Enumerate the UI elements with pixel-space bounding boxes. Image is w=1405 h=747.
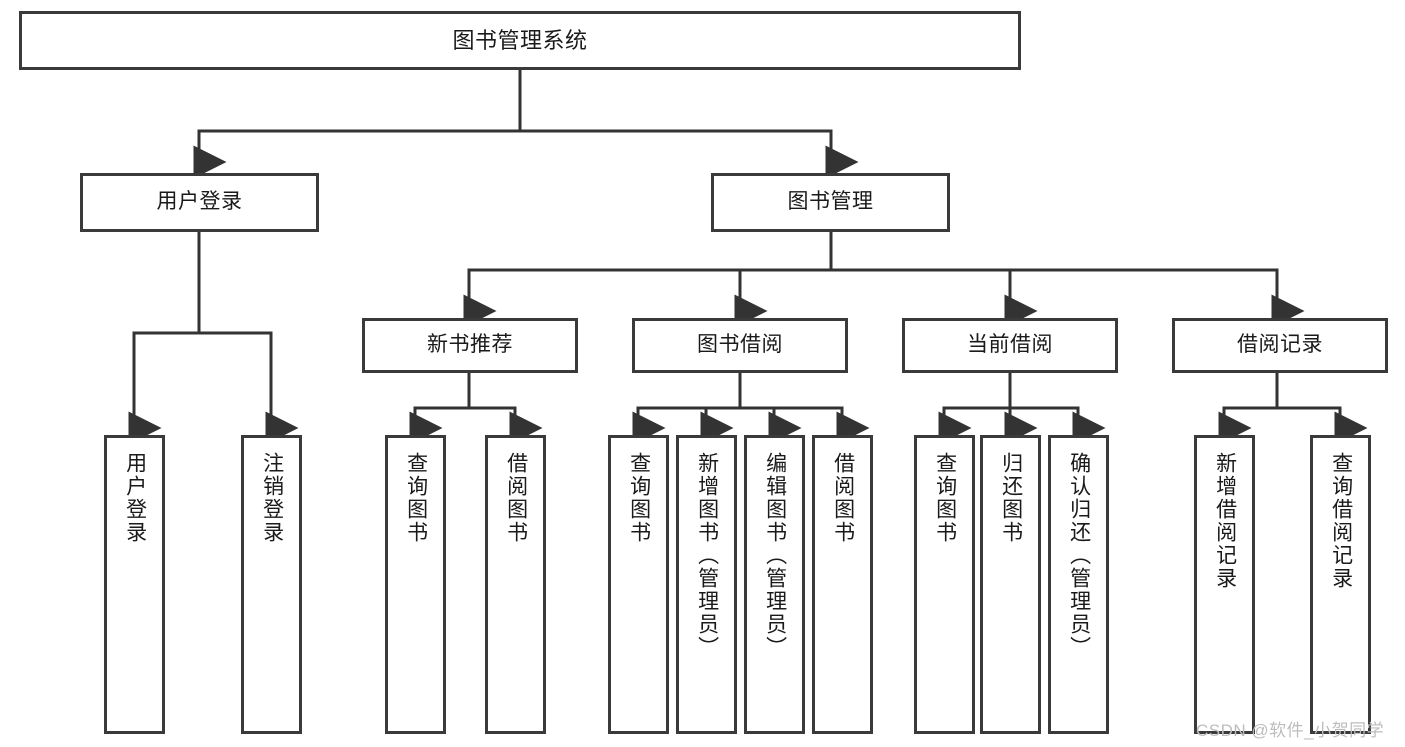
node-user-login[interactable]: 用户登录 <box>80 173 319 232</box>
leaf-query-borrow-record[interactable]: 查询借阅记录 <box>1310 435 1371 734</box>
leaf-confirm-return-admin[interactable]: 确认归还（管理员） <box>1048 435 1109 734</box>
leaf-borrow-book[interactable]: 借阅图书 <box>812 435 873 734</box>
node-label: 图书管理 <box>787 190 874 214</box>
leaf-add-borrow-record[interactable]: 新增借阅记录 <box>1194 435 1255 734</box>
leaf-label: 确认归还（管理员） <box>1067 452 1091 659</box>
node-label: 用户登录 <box>156 190 243 214</box>
node-label: 图书管理系统 <box>452 27 588 53</box>
node-borrow-record[interactable]: 借阅记录 <box>1172 318 1388 373</box>
leaf-query-book-borrow[interactable]: 查询图书 <box>608 435 669 734</box>
leaf-query-book-current[interactable]: 查询图书 <box>914 435 975 734</box>
leaf-logout[interactable]: 注销登录 <box>241 435 302 734</box>
node-label: 新书推荐 <box>427 333 513 357</box>
leaf-return-book[interactable]: 归还图书 <box>980 435 1041 734</box>
node-book-management[interactable]: 图书管理 <box>711 173 950 232</box>
node-label: 图书借阅 <box>697 333 783 357</box>
node-label: 当前借阅 <box>967 333 1053 357</box>
leaf-add-book-admin[interactable]: 新增图书（管理员） <box>676 435 737 734</box>
node-root-book-management-system[interactable]: 图书管理系统 <box>19 11 1021 70</box>
leaf-query-book-recommend[interactable]: 查询图书 <box>385 435 446 734</box>
leaf-label: 新增图书（管理员） <box>695 452 719 659</box>
leaf-user-login[interactable]: 用户登录 <box>104 435 165 734</box>
leaf-label: 归还图书 <box>999 452 1023 544</box>
node-book-borrow[interactable]: 图书借阅 <box>632 318 848 373</box>
leaf-label: 用户登录 <box>123 452 147 544</box>
leaf-label: 新增借阅记录 <box>1213 452 1237 590</box>
leaf-label: 查询图书 <box>933 452 957 544</box>
leaf-borrow-book-recommend[interactable]: 借阅图书 <box>485 435 546 734</box>
node-current-borrow[interactable]: 当前借阅 <box>902 318 1118 373</box>
watermark-text: CSDN @软件_小贺同学 <box>1196 721 1385 740</box>
leaf-label: 注销登录 <box>260 452 284 544</box>
leaf-label: 编辑图书（管理员） <box>763 452 787 659</box>
node-label: 借阅记录 <box>1237 333 1323 357</box>
leaf-label: 借阅图书 <box>831 452 855 544</box>
node-new-book-recommendation[interactable]: 新书推荐 <box>362 318 578 373</box>
leaf-label: 借阅图书 <box>504 452 528 544</box>
leaf-label: 查询借阅记录 <box>1329 452 1353 590</box>
leaf-label: 查询图书 <box>404 452 428 544</box>
leaf-label: 查询图书 <box>627 452 651 544</box>
leaf-edit-book-admin[interactable]: 编辑图书（管理员） <box>744 435 805 734</box>
